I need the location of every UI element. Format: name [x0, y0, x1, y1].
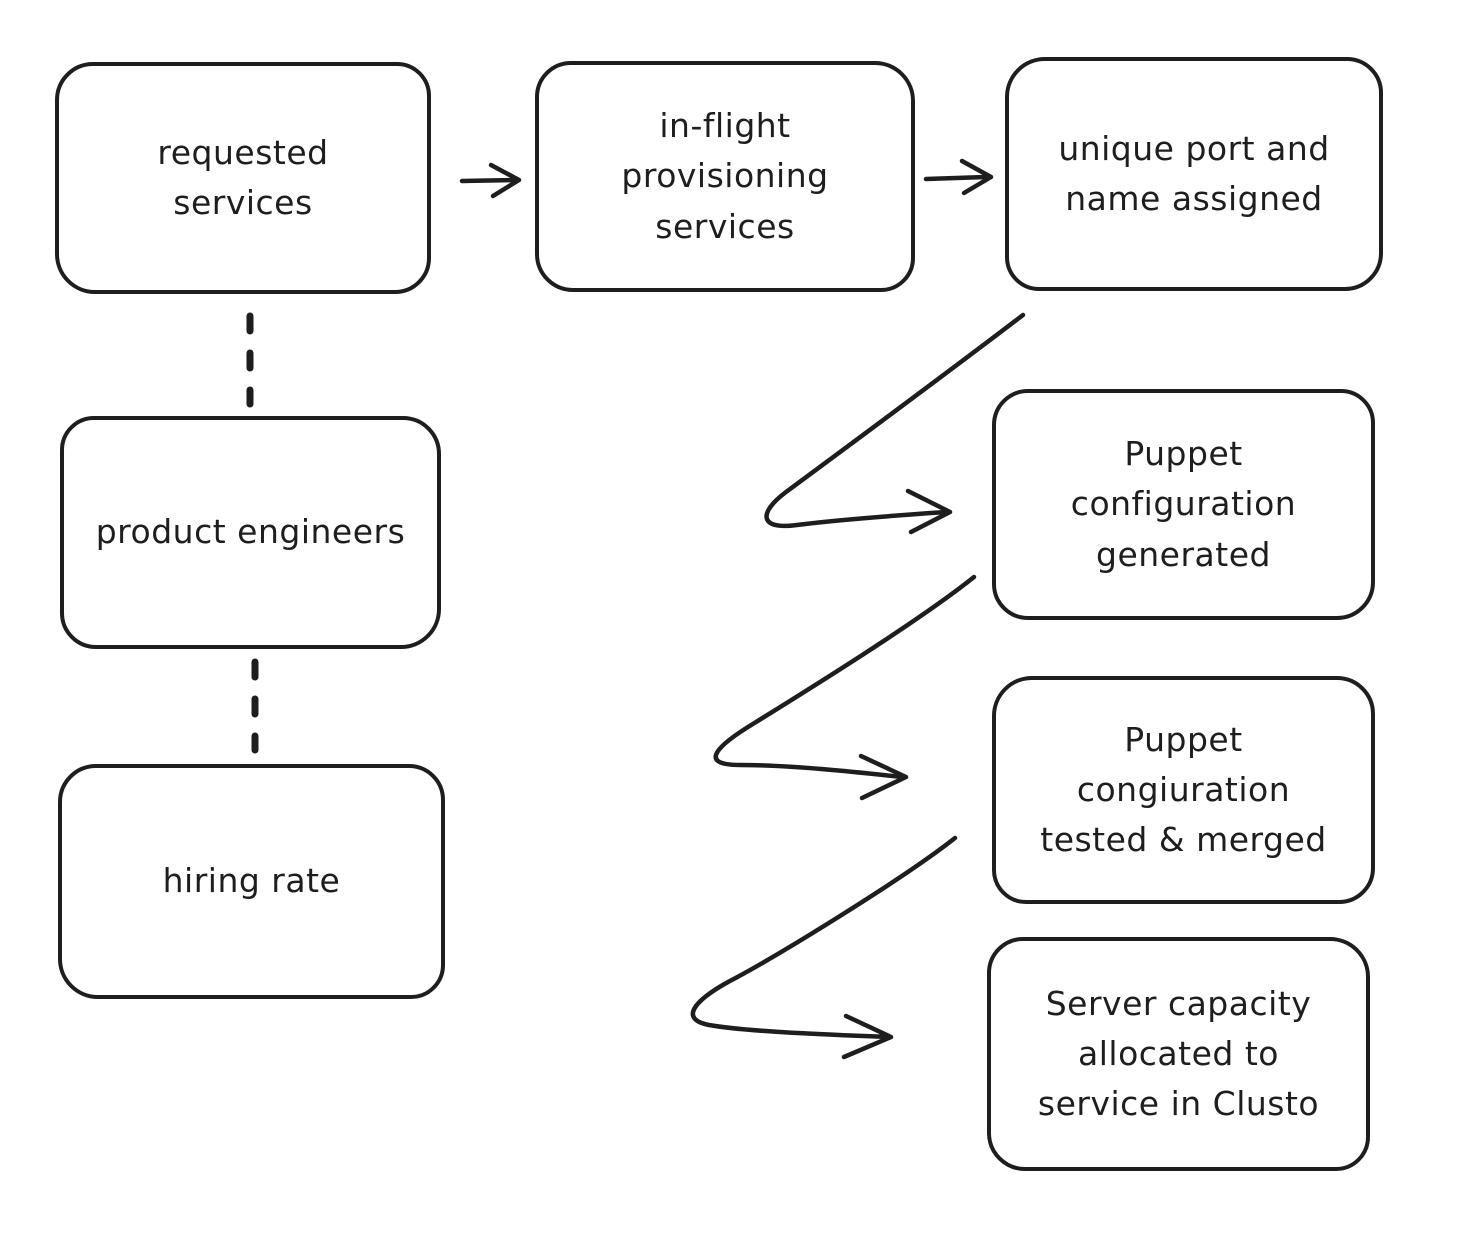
node-server-capacity-allocated-clusto: Server capacity allocated to service in … [987, 937, 1370, 1171]
node-unique-port-and-name-assigned: unique port and name assigned [1005, 57, 1383, 291]
node-unique-port-and-name-assigned-label: unique port and name assigned [1058, 128, 1330, 218]
curved-arrow-uniqueport-to-puppet-config [764, 312, 1026, 535]
node-in-flight-provisioning-services: in-flight provisioning services [535, 61, 915, 292]
node-server-capacity-allocated-clusto-label: Server capacity allocated to service in … [1037, 983, 1320, 1124]
node-requested-services: requested services [55, 62, 431, 294]
node-in-flight-provisioning-services-label: in-flight provisioning services [621, 106, 829, 246]
curved-arrow-puppet-config-to-tested [713, 574, 977, 801]
node-puppet-configuration-generated-label: Puppet configuration generated [1070, 434, 1297, 574]
node-hiring-rate-label: hiring rate [162, 861, 341, 901]
node-product-engineers-label: product engineers [95, 512, 406, 552]
node-requested-services-label: requested services [157, 132, 329, 222]
node-puppet-configuration-generated: Puppet configuration generated [992, 389, 1375, 620]
node-product-engineers: product engineers [60, 416, 441, 649]
node-puppet-congiuration-tested-merged-label: Puppet congiuration tested & merged [1040, 719, 1327, 860]
curved-arrow-tested-to-server-capacity [690, 835, 958, 1060]
node-hiring-rate: hiring rate [58, 764, 445, 999]
arrow-inflight-to-uniqueport [923, 158, 994, 196]
node-puppet-congiuration-tested-merged: Puppet congiuration tested & merged [992, 676, 1375, 904]
arrow-requested-to-inflight [459, 162, 522, 199]
